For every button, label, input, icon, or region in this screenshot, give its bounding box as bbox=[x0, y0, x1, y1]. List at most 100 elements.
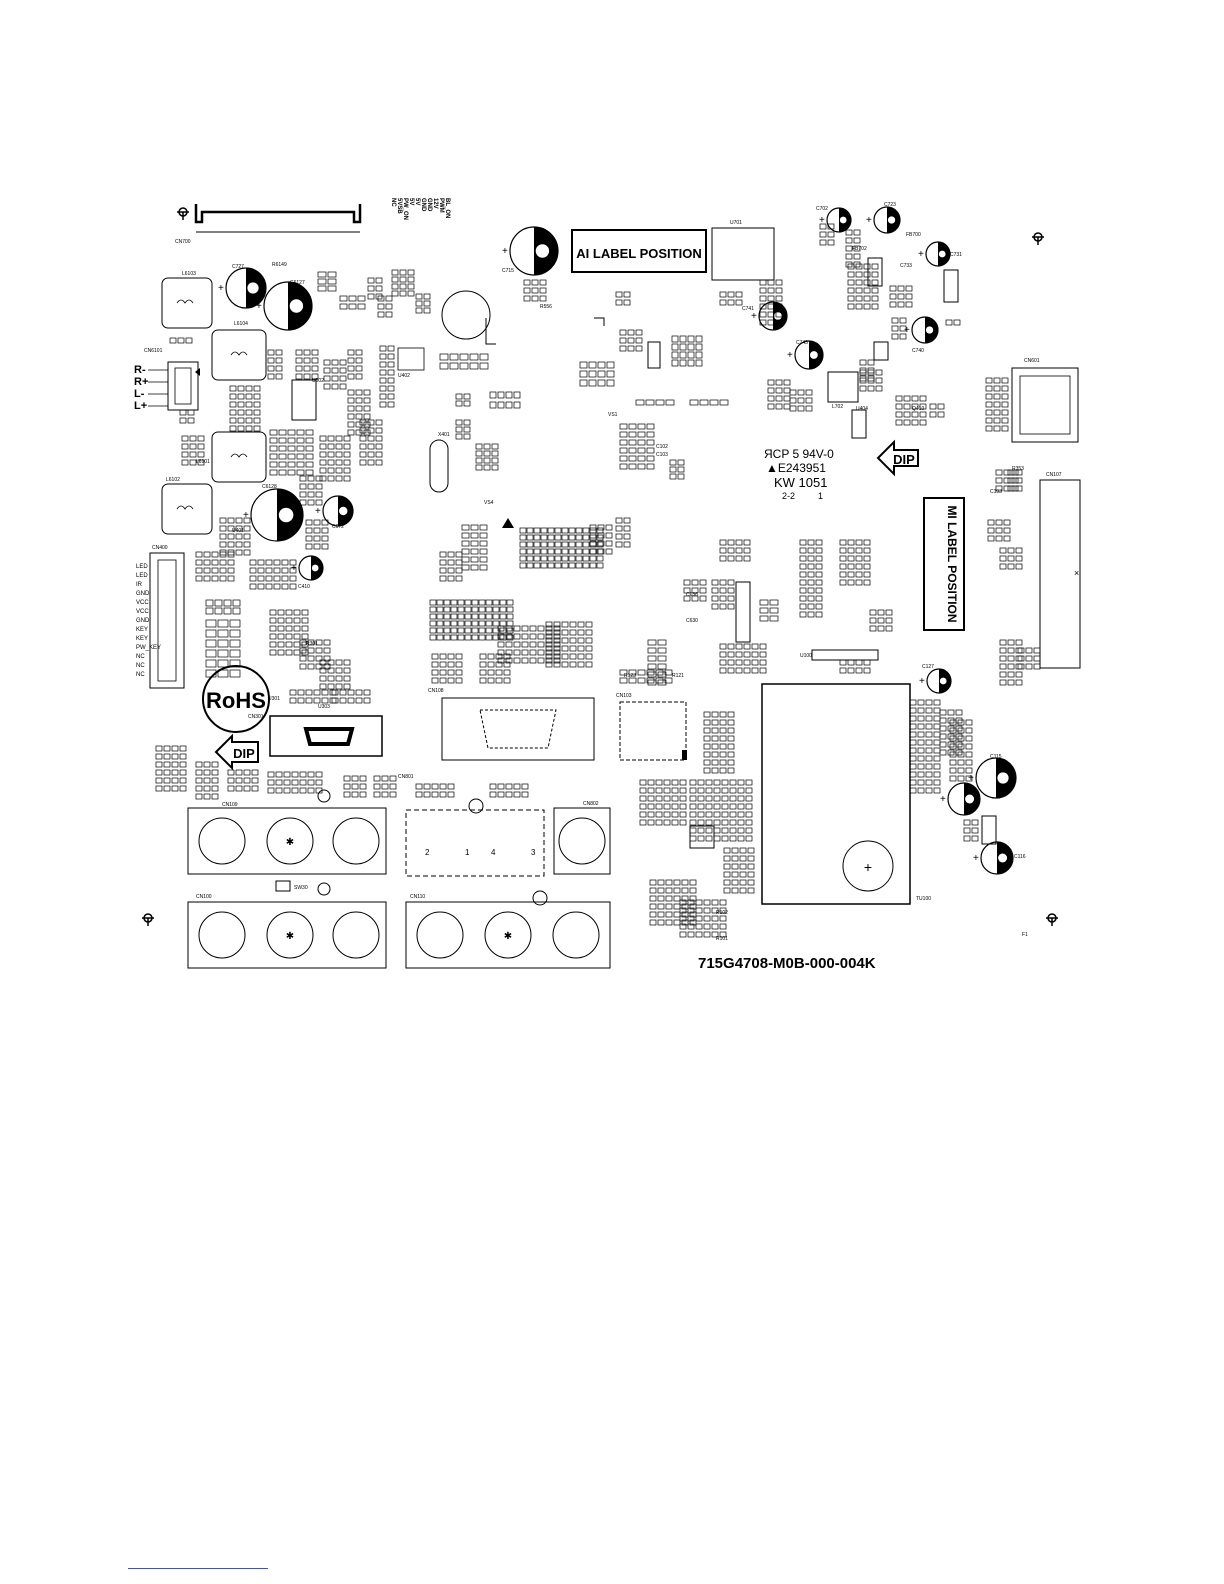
smd-pad bbox=[1007, 477, 1015, 484]
smd-pad bbox=[947, 717, 955, 724]
power-pin-label: PW_ON bbox=[402, 198, 408, 220]
smd-pad bbox=[805, 405, 813, 412]
smd-pad bbox=[407, 276, 415, 283]
smd-pad bbox=[869, 617, 877, 624]
smd-pad bbox=[623, 533, 631, 540]
smd-pad bbox=[655, 677, 664, 684]
ref-label: CN802 bbox=[583, 801, 599, 807]
smd-pad bbox=[343, 659, 351, 666]
smd-pad bbox=[205, 639, 217, 648]
outline-bracket bbox=[485, 317, 605, 345]
smd-pad bbox=[605, 524, 613, 531]
smd-pad bbox=[179, 769, 187, 776]
smd-pad bbox=[1017, 655, 1025, 662]
smd-pad bbox=[163, 769, 171, 776]
smd-pad bbox=[797, 389, 805, 396]
smd-pad bbox=[461, 564, 470, 571]
smd-pad bbox=[705, 779, 713, 786]
smd-pad bbox=[296, 461, 305, 468]
smd-pad bbox=[671, 335, 679, 343]
smd-pad bbox=[955, 733, 963, 740]
smd-pad bbox=[679, 787, 687, 794]
smd-pad bbox=[540, 527, 548, 534]
ref-label: FB702 bbox=[852, 246, 867, 252]
smd-pad bbox=[547, 562, 555, 569]
smd-pad bbox=[513, 791, 521, 798]
smd-pad bbox=[775, 287, 783, 294]
smd-pad bbox=[287, 461, 296, 468]
smd-pad bbox=[657, 919, 665, 926]
smd-pad bbox=[554, 534, 562, 541]
smd-pad bbox=[747, 855, 755, 862]
smd-pad bbox=[331, 689, 339, 696]
smd-pad bbox=[775, 279, 783, 286]
smd-pad bbox=[947, 725, 955, 732]
smd-pad bbox=[431, 783, 439, 790]
smd-pad bbox=[553, 633, 561, 640]
smd-pad bbox=[315, 483, 323, 490]
smd-pad bbox=[743, 667, 751, 674]
smd-pad bbox=[767, 387, 775, 394]
smd-pad bbox=[759, 599, 769, 606]
smd-pad bbox=[464, 634, 472, 641]
smd-pad bbox=[649, 895, 657, 902]
inductor-l6101: L6101 bbox=[196, 431, 267, 483]
smd-pad bbox=[735, 291, 743, 298]
smd-pad bbox=[999, 563, 1007, 570]
smd-pad bbox=[679, 803, 687, 810]
smd-pad bbox=[367, 277, 375, 284]
smd-pad bbox=[745, 827, 753, 834]
smd-pad bbox=[355, 365, 363, 372]
smd-pad bbox=[697, 811, 705, 818]
smd-pad bbox=[917, 739, 925, 746]
smd-pad bbox=[195, 559, 203, 566]
smd-pad bbox=[647, 811, 655, 818]
smd-pad bbox=[637, 447, 646, 454]
smd-pad bbox=[505, 783, 513, 790]
smd-pad bbox=[745, 795, 753, 802]
smd-pad bbox=[447, 551, 455, 558]
smd-pad bbox=[229, 639, 241, 648]
smd-pad bbox=[655, 803, 663, 810]
smd-pad bbox=[381, 783, 389, 790]
electrolytic-capacitor: + bbox=[904, 316, 939, 344]
ref-label: CN109 bbox=[222, 802, 238, 808]
smd-pad bbox=[1007, 655, 1015, 662]
smd-pad bbox=[205, 629, 217, 638]
smd-pad bbox=[436, 613, 444, 620]
smd-pad bbox=[423, 307, 431, 314]
smd-pad bbox=[689, 911, 697, 918]
asterisk-icon: ✱ bbox=[504, 931, 512, 942]
smd-pad bbox=[695, 343, 703, 351]
smd-pad bbox=[436, 606, 444, 613]
smd-pad bbox=[485, 599, 493, 606]
smd-pad bbox=[859, 367, 867, 374]
smd-pad bbox=[663, 819, 671, 826]
pin-4: 4 bbox=[491, 848, 496, 857]
smd-pad bbox=[457, 627, 465, 634]
smd-pad bbox=[655, 399, 665, 406]
smd-pad bbox=[597, 532, 605, 539]
smd-pad bbox=[863, 659, 871, 666]
smd-pad bbox=[211, 793, 219, 800]
smd-pad bbox=[373, 775, 381, 782]
smd-pad bbox=[769, 615, 779, 622]
smd-pad bbox=[727, 743, 735, 750]
ref-label: C102 bbox=[656, 444, 668, 450]
smd-pad bbox=[689, 803, 697, 810]
smd-pad bbox=[727, 727, 735, 734]
smd-pad bbox=[863, 263, 871, 270]
smd-pad bbox=[313, 535, 321, 542]
smd-pad bbox=[257, 583, 265, 590]
inductor-l6103: L6103 bbox=[161, 271, 213, 329]
smd-pad bbox=[537, 633, 545, 640]
smd-pad bbox=[1025, 655, 1033, 662]
smd-pad bbox=[1011, 469, 1019, 476]
smd-pad bbox=[985, 401, 993, 408]
smd-pad bbox=[291, 771, 299, 778]
smd-pad bbox=[439, 362, 449, 370]
smd-pad bbox=[429, 634, 437, 641]
smd-pad bbox=[319, 467, 327, 474]
smd-pad bbox=[539, 295, 547, 302]
smd-pad bbox=[203, 769, 211, 776]
